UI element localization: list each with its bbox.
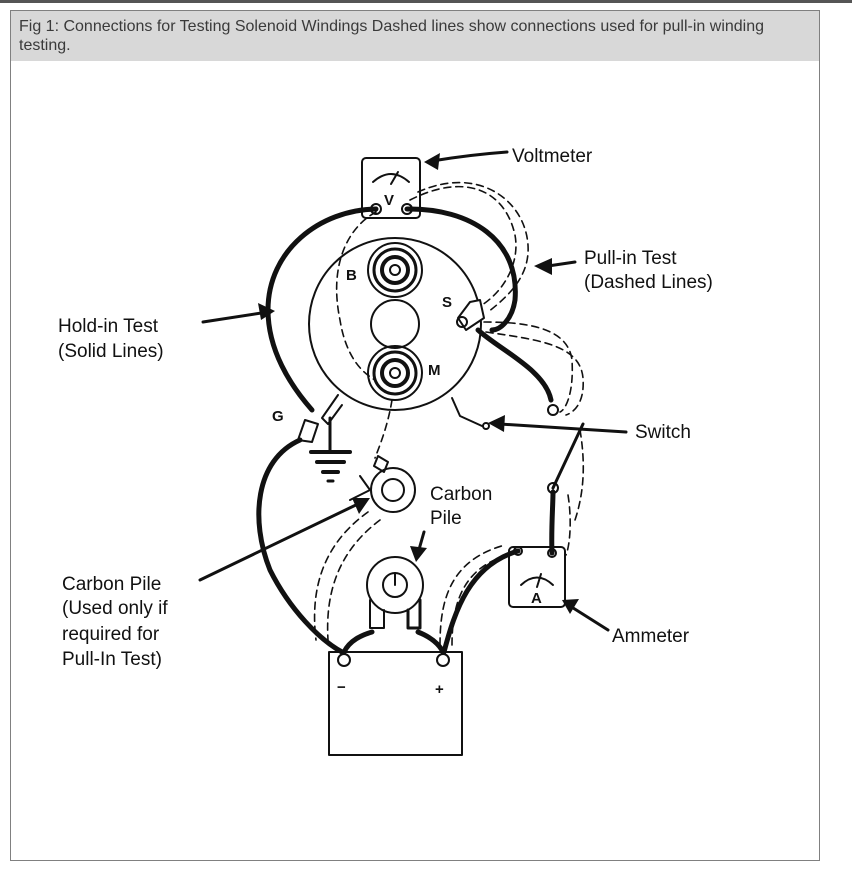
dashed-wires — [313, 181, 585, 646]
voltmeter-v-label: V — [384, 192, 394, 209]
b-terminal-label: B — [346, 267, 357, 284]
carbon-pile-note-line1: Carbon Pile — [62, 574, 161, 595]
callout-arrows — [198, 150, 628, 632]
pullin-test-label-line1: Pull-in Test — [584, 248, 677, 269]
battery — [328, 651, 463, 756]
window-top-border — [0, 0, 852, 3]
g-terminal-label: G — [272, 408, 284, 425]
battery-negative-label: − — [337, 679, 346, 696]
battery-positive-label: + — [435, 681, 444, 698]
holdin-test-label-line2: (Solid Lines) — [58, 341, 164, 362]
switch-label: Switch — [635, 422, 691, 443]
voltmeter-label: Voltmeter — [512, 146, 593, 167]
ammeter — [508, 546, 566, 608]
holdin-test-label-line1: Hold-in Test — [58, 316, 159, 337]
ground-lug — [297, 394, 343, 443]
carbon-pile-note-line2: (Used only if — [62, 598, 168, 619]
arrowheads — [258, 153, 579, 614]
s-terminal — [456, 299, 485, 331]
pullin-test-label-line2: (Dashed Lines) — [584, 272, 713, 293]
carbon-pile-note-line3: required for — [62, 624, 160, 645]
ammeter-label: Ammeter — [612, 626, 690, 647]
carbon-pile-top — [349, 455, 416, 513]
carbon-pile-label-line2: Pile — [430, 508, 462, 529]
switch-icon — [451, 397, 585, 494]
carbon-pile-label-line1: Carbon — [430, 484, 492, 505]
ground-symbol-icon — [309, 416, 352, 483]
solenoid-body — [308, 237, 482, 411]
m-terminal-label: M — [428, 362, 441, 379]
ammeter-a-label: A — [531, 590, 542, 607]
voltmeter — [361, 157, 421, 219]
s-terminal-label: S — [442, 294, 452, 311]
carbon-pile-note-line4: Pull-In Test) — [62, 649, 162, 670]
figure-caption: Fig 1: Connections for Testing Solenoid … — [11, 11, 819, 61]
carbon-pile-bottom — [366, 556, 424, 630]
